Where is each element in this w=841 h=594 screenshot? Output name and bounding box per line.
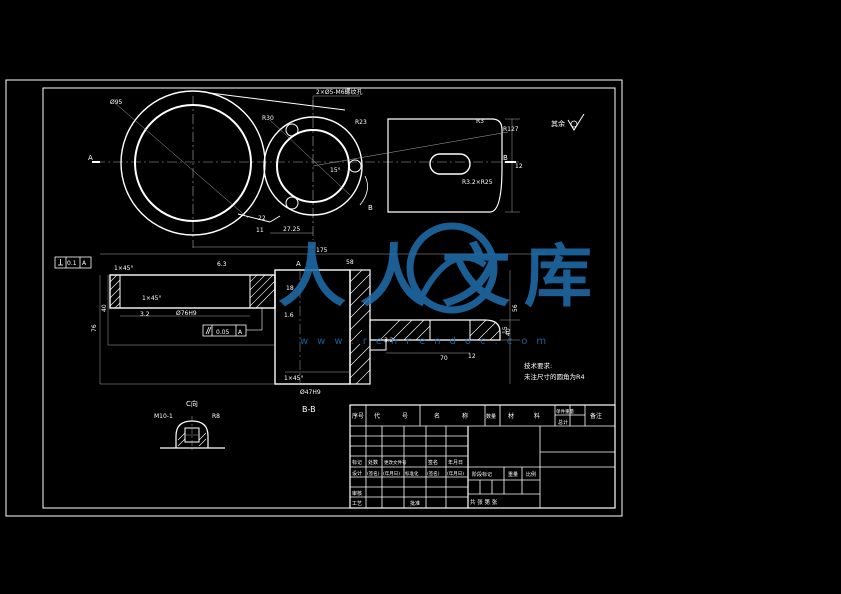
roughness-note: 其余: [551, 113, 585, 131]
tech-notes-title: 技术要求:: [524, 361, 552, 370]
section-label-a: A: [296, 260, 301, 268]
dim-h18: 18: [286, 285, 294, 292]
watermark-brand: 人人文库: [278, 238, 606, 317]
tb-header-10: 备注: [590, 412, 602, 420]
parallel-datum: A: [238, 329, 243, 336]
flatness-datum: A: [82, 260, 87, 267]
tb-rev-0-1: 处数: [368, 459, 378, 466]
dim-big-dia: Ø95: [110, 99, 123, 106]
chamfer-bot: 1×45°: [284, 375, 303, 382]
tb-header-6: 材: [508, 412, 514, 420]
tb-rev-1-5: (年月日): [447, 470, 464, 477]
tb-header-5: 数量: [486, 413, 496, 420]
dim-h56: 56: [512, 304, 519, 312]
dim-r30: R30: [262, 115, 274, 122]
section-caption: B-B: [302, 405, 316, 414]
bore-76: Ø76H9: [176, 310, 197, 317]
dim-angle: 15°: [330, 167, 341, 174]
dim-r12: 12: [468, 353, 476, 360]
roughness-note-text: 其余: [551, 119, 565, 128]
dim-hole-spec: 2×Ø5-M6螺纹孔: [316, 88, 363, 96]
tb-rev-1-1: (签名): [367, 470, 380, 477]
tb-rev-1-4: (签名): [427, 470, 440, 477]
dim-h76: 76: [91, 324, 98, 332]
chamfer-top: 1×45°: [114, 265, 133, 272]
tb-header-8: 单件重量: [556, 408, 574, 415]
dim-h40b: 40: [505, 328, 512, 336]
section-view: [54, 256, 520, 385]
tb-header-3: 名: [434, 412, 440, 420]
section-labels: 0.1 A 0.05 A 1×45° 1×45° 1×45° Ø76H9 Ø47…: [67, 259, 519, 414]
bore-47: Ø47H9: [300, 389, 321, 396]
tb-rev-2-0: 审核: [352, 490, 362, 497]
tb-rev-1-3: 标准化: [405, 470, 419, 477]
dim-slot: R3.2×R25: [462, 179, 493, 186]
tb-rev-0-0: 标记: [352, 459, 362, 466]
top-view: [92, 90, 545, 255]
tb-rev-3-0: 工艺: [352, 501, 362, 507]
tb-header-0: 序号: [352, 412, 364, 420]
tb-weight: 重量: [508, 471, 518, 478]
chamfer-mid: 1×45°: [142, 295, 161, 302]
dim-r127: R127: [503, 126, 519, 133]
tb-scale: 比例: [526, 471, 536, 478]
tb-rev-0-2: 更改文件号: [384, 459, 407, 466]
tb-rev-1-2: (年月日): [383, 470, 400, 477]
tb-rev-0-4: 年月日: [448, 459, 463, 466]
detail-c-labels: C向 M10-1 R8: [154, 399, 220, 420]
watermark-url: www.renrendoc.com: [300, 336, 555, 347]
tb-header-7: 料: [534, 412, 540, 420]
dim-27: 27.25: [283, 226, 300, 233]
inner-border: [42, 87, 616, 509]
tb-sheet: 共 张 第 张: [470, 498, 498, 506]
dim-r23: R23: [355, 119, 367, 126]
ra-32: 3.2: [140, 311, 150, 318]
section-mark-b-bottom: B: [368, 204, 373, 212]
outer-border: [5, 79, 623, 517]
dim-r32b: 3.2: [384, 337, 394, 344]
title-block: [349, 404, 616, 509]
title-block-text: 序号 代 号 名 称 数量 材 料 单件重量 总计 备注 标记 处数 更改文件号…: [352, 408, 602, 507]
tb-header-9: 总计: [558, 419, 568, 426]
dim-h40: 40: [101, 304, 108, 312]
detail-c-dim-left: M10-1: [154, 413, 173, 420]
dim-11: 11: [256, 227, 264, 234]
watermark: 人人文库 www.renrendoc.com: [278, 222, 606, 347]
tb-header-2: 号: [402, 413, 408, 420]
top-view-labels: Ø95 2×Ø5-M6螺纹孔 R23 R30 R127 R3 R3.2×R25 …: [88, 88, 523, 254]
tb-header-4: 称: [462, 412, 468, 420]
section-mark-b-right: B: [503, 154, 508, 162]
dim-22: 22: [258, 215, 266, 222]
watermark-logo: [406, 222, 498, 314]
detail-c-dim-right: R8: [212, 413, 220, 420]
detail-c: [160, 416, 225, 452]
ra-63: 6.3: [217, 261, 227, 268]
tech-notes-line: 未注尺寸的圆角为R4: [524, 372, 585, 381]
roughness-symbol: [567, 113, 585, 131]
tb-rev-3-3: 批准: [410, 500, 420, 507]
tb-stage: 阶段标记: [472, 471, 492, 478]
tb-rev-0-3: 签名: [428, 459, 438, 466]
dim-h15: 15: [502, 326, 509, 334]
detail-c-title: C向: [186, 399, 198, 408]
tb-rev-1-0: 设计: [352, 470, 362, 477]
tech-notes: 技术要求: 未注尺寸的圆角为R4: [524, 361, 585, 381]
flatness-value: 0.1: [67, 260, 77, 267]
tb-header-1: 代: [374, 412, 380, 420]
dim-w58: 58: [346, 259, 354, 266]
ra-16: 1.6: [284, 312, 294, 319]
dim-r70: 70: [440, 355, 448, 362]
section-mark-a: A: [88, 154, 93, 162]
dim-12: 12: [515, 163, 523, 170]
dim-r3: R3: [476, 118, 484, 125]
dim-175: 175: [316, 247, 328, 254]
parallel-value: 0.05: [216, 329, 230, 336]
